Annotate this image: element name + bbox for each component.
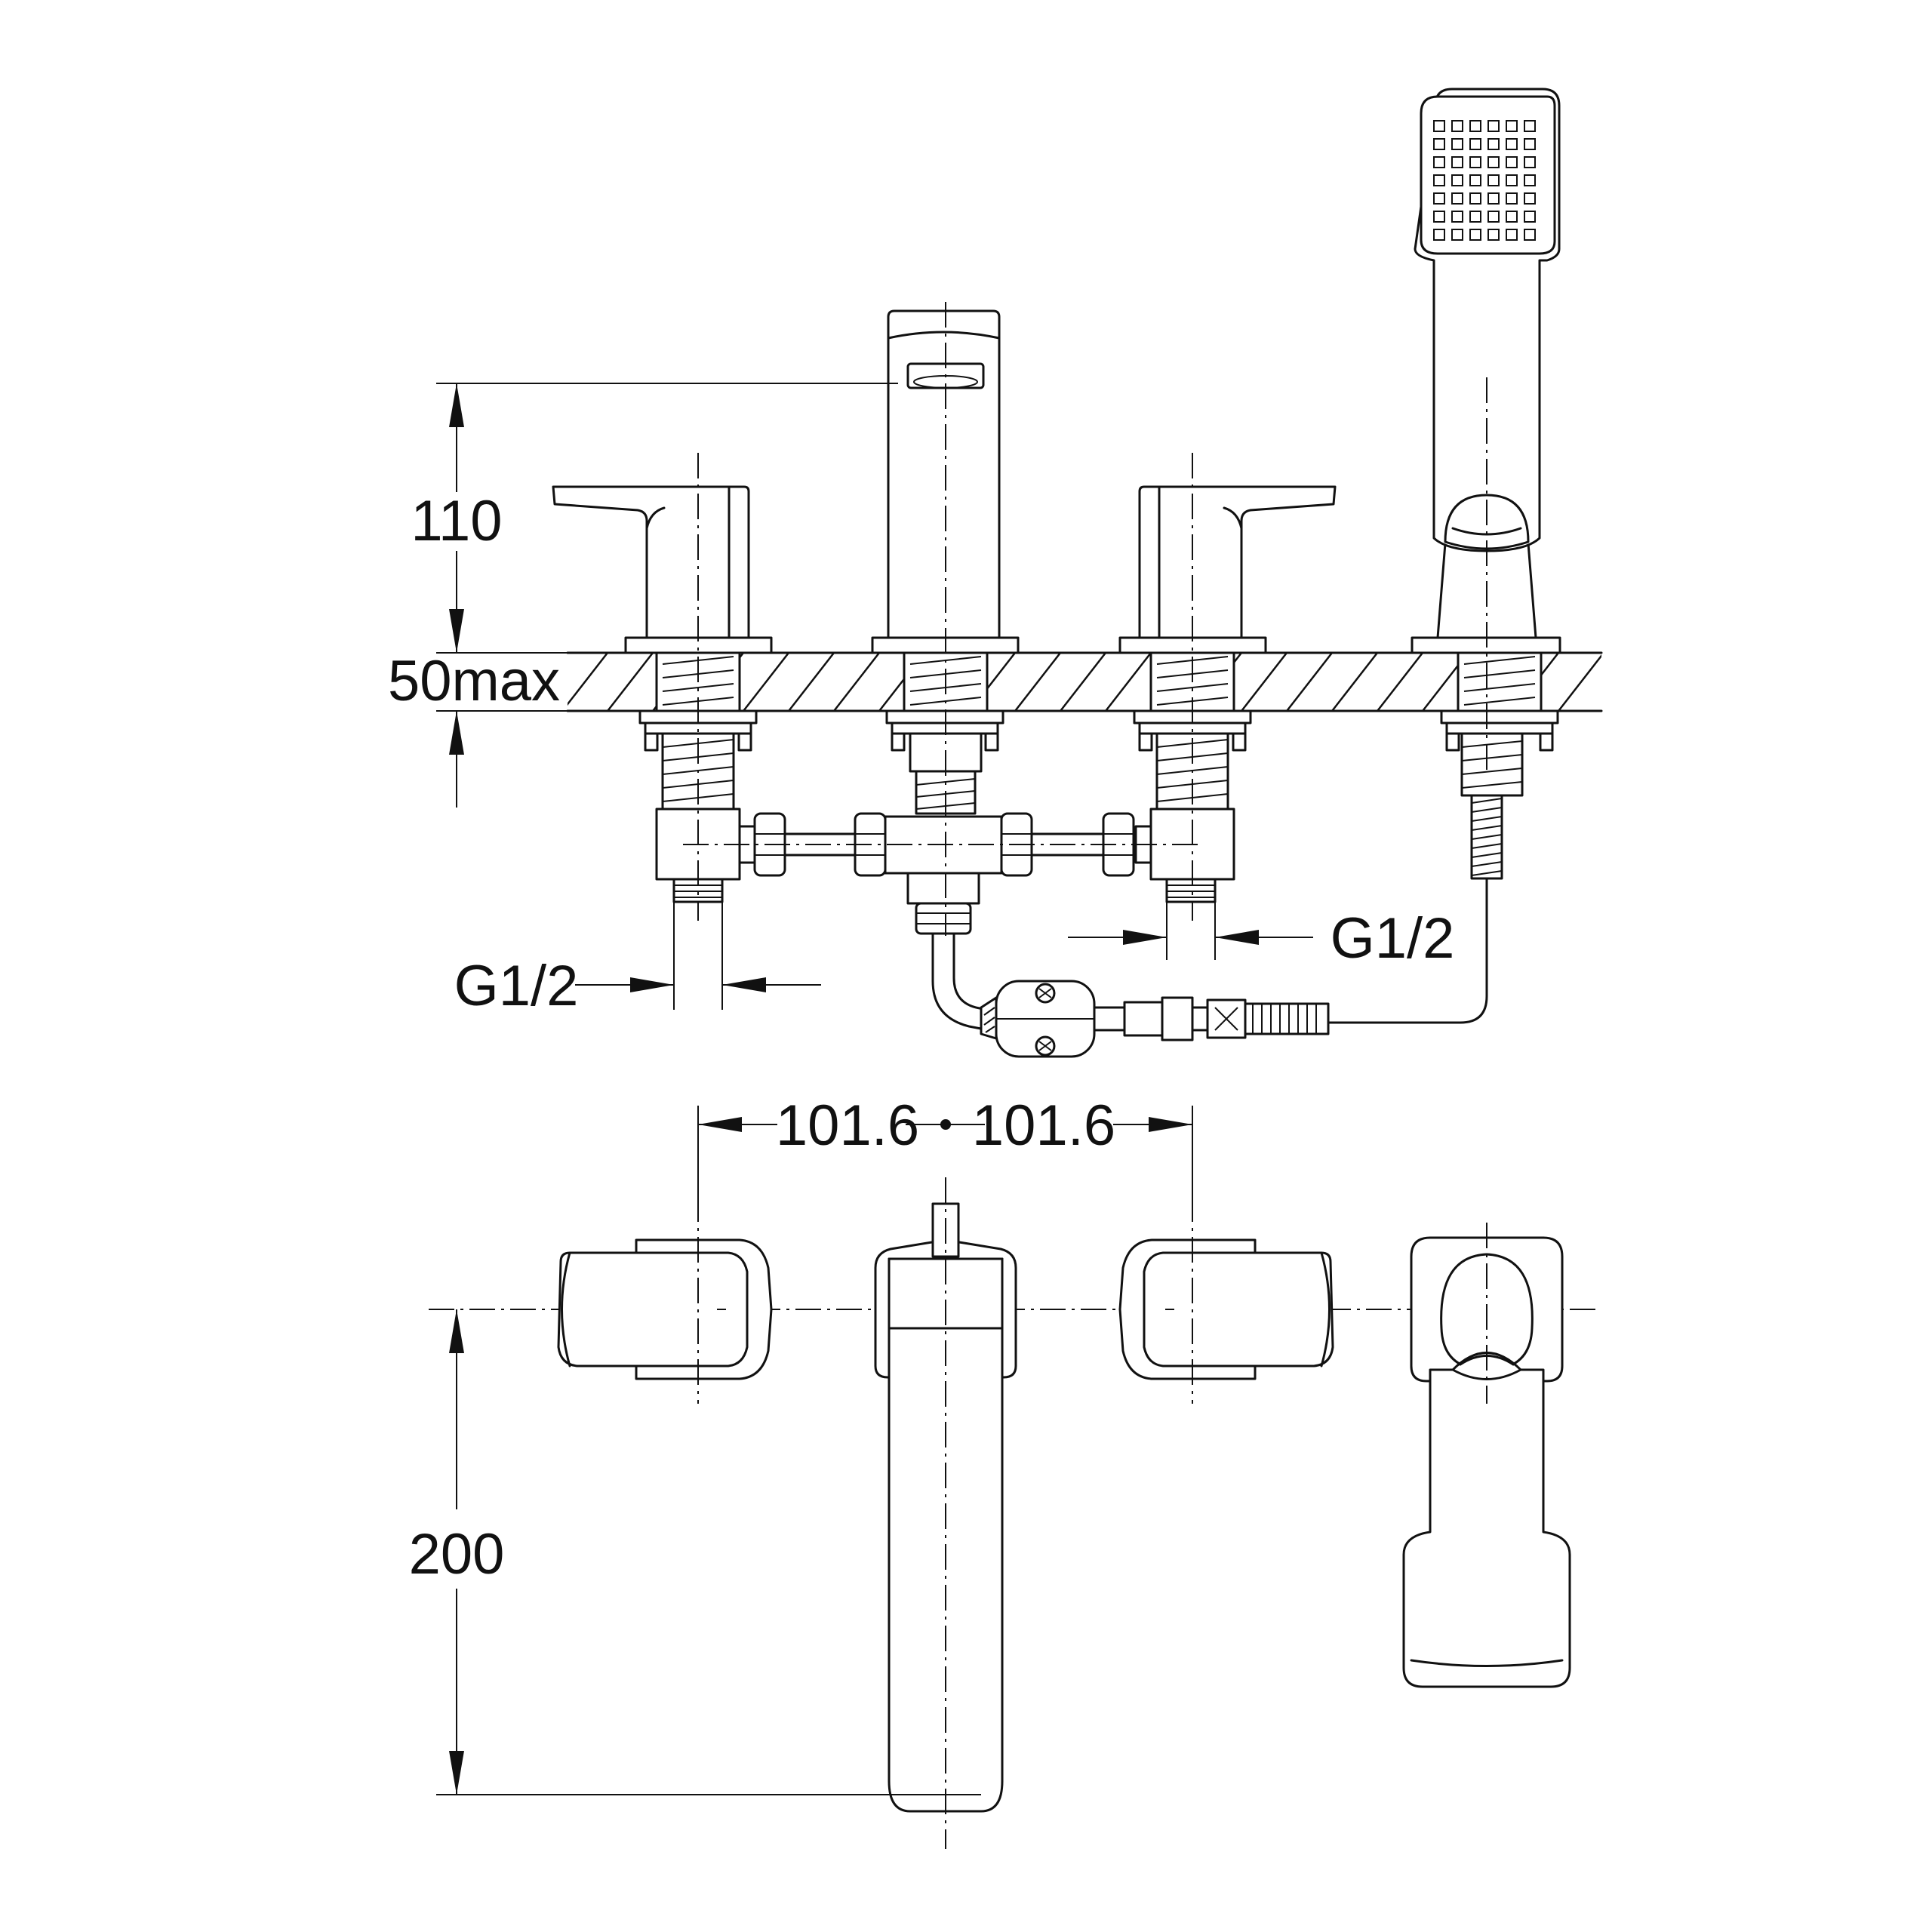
threaded-shanks [661,732,1524,815]
left-handle-plan [557,1238,773,1380]
front-centre-lines [683,302,1487,936]
dimension-spacing-right: 101.6 [972,1094,1115,1158]
right-handle-plan [1118,1238,1334,1380]
dimension-spacing-left: 101.6 [776,1094,919,1158]
plan-view [429,1177,1601,1849]
dimension-spout-reach: 200 [409,1522,505,1586]
plan-dimensions: 101.6 101.6 200 [409,1094,1193,1795]
left-handle [552,485,773,654]
dimension-spout-height: 110 [411,489,502,553]
right-handle [1118,485,1337,654]
plan-centre-lines [697,1177,1487,1849]
hand-shower [1411,88,1561,654]
front-dimensions: 110 50max G1/2 G1/2 [388,383,1454,1018]
dimension-deck-thickness: 50max [388,649,560,713]
dimension-inlet-thread-right: G1/2 [1331,906,1455,971]
hoses [931,794,1503,1058]
dimension-inlet-thread-left: G1/2 [454,954,579,1018]
under-deck-fixings [638,709,1559,752]
spray-nozzles [1433,120,1536,241]
front-elevation [552,88,1603,1058]
